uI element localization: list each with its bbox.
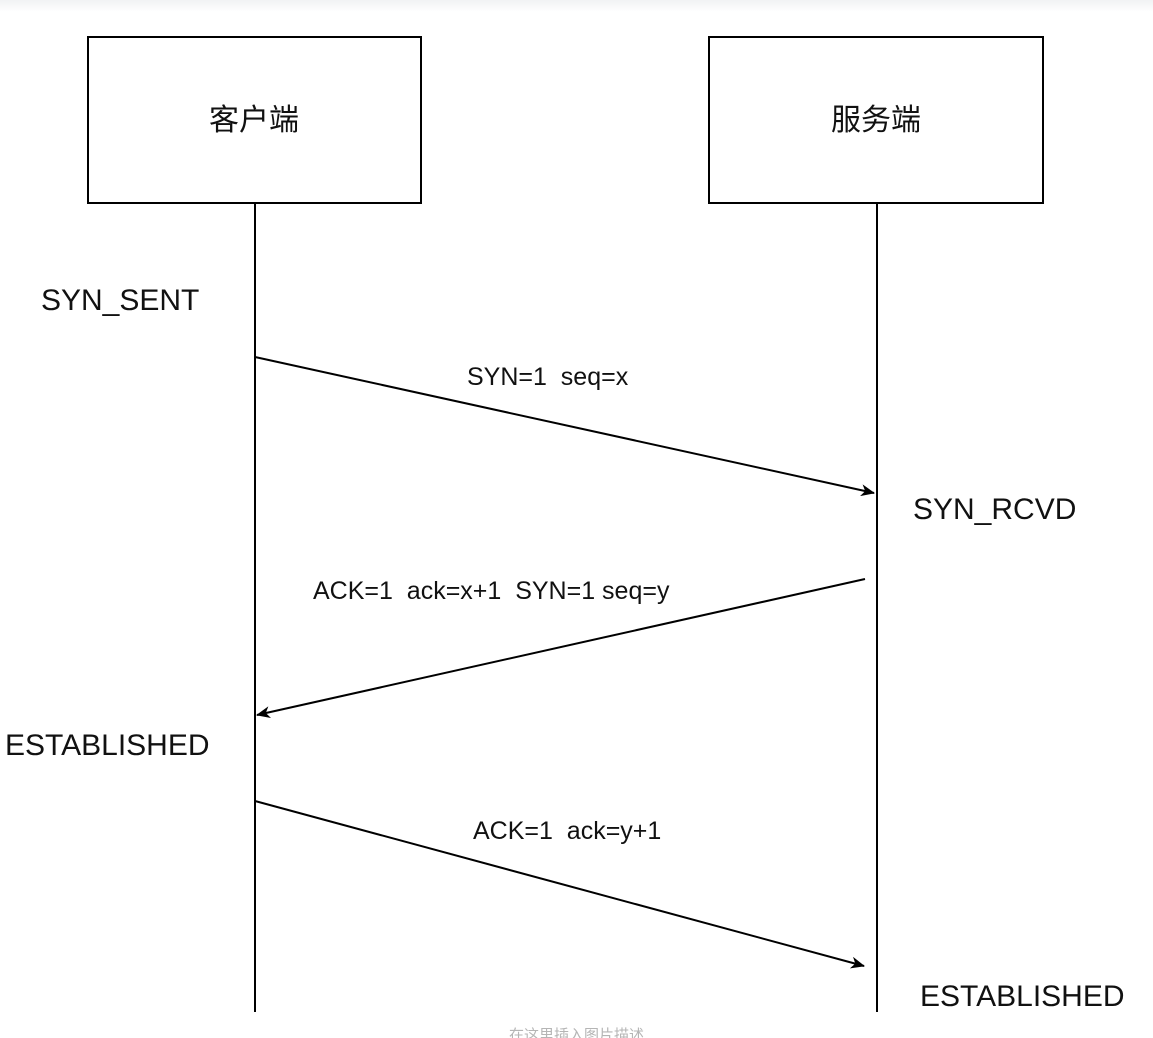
client-label: 客户端: [209, 103, 299, 138]
top-band: [0, 0, 1153, 12]
syn-ack-message-label: ACK=1 ack=x+1 SYN=1 seq=y: [313, 577, 670, 605]
server-state-established: ESTABLISHED: [920, 980, 1125, 1013]
syn-ack-arrow: [256, 578, 866, 719]
server-label: 服务端: [831, 103, 921, 138]
ack-arrow: [254, 800, 865, 969]
server-state-syn-rcvd: SYN_RCVD: [913, 493, 1076, 526]
syn-message-label: SYN=1 seq=x: [467, 363, 629, 391]
syn-arrow: [254, 356, 875, 497]
ack-message-label: ACK=1 ack=y+1: [473, 817, 661, 845]
client-box: [87, 36, 422, 204]
image-caption: 在这里插入图片描述: [508, 1026, 644, 1038]
client-state-syn-sent: SYN_SENT: [41, 284, 199, 317]
client-state-established: ESTABLISHED: [5, 729, 210, 762]
